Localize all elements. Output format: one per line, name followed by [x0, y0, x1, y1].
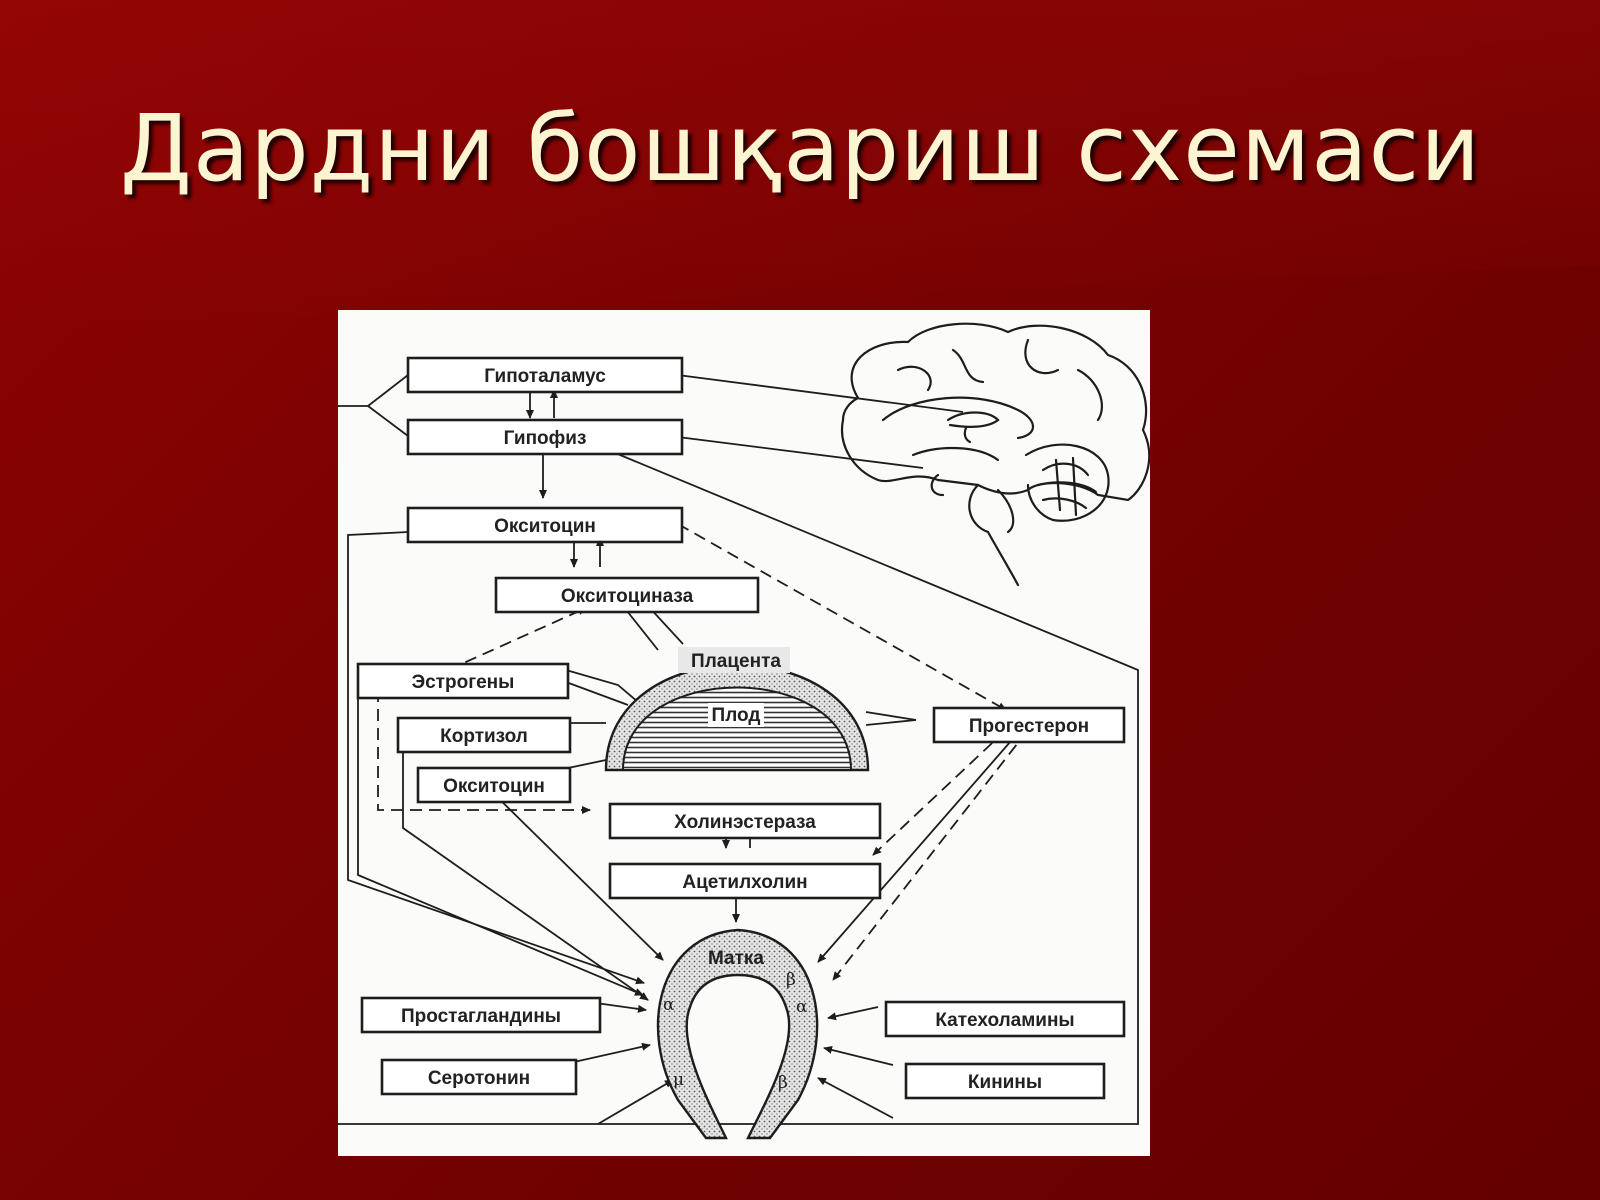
svg-text:Гипоталамус: Гипоталамус — [484, 366, 606, 387]
svg-text:Кортизол: Кортизол — [440, 726, 528, 747]
uterus-label: Матка — [708, 948, 764, 969]
brain-icon — [840, 322, 1150, 587]
svg-text:Гипофиз: Гипофиз — [504, 428, 587, 449]
box-pituitary: Гипофиз — [406, 418, 684, 456]
svg-text:Холинэстераза: Холинэстераза — [674, 812, 816, 833]
box-catecholamines: Катехоламины — [884, 1000, 1126, 1038]
svg-text:Серотонин: Серотонин — [428, 1068, 530, 1089]
svg-text:Эстрогены: Эстрогены — [412, 672, 515, 693]
pain-control-diagram: Плацента Плод Матка α β α μ β Гипоталаму… — [338, 322, 1150, 1140]
fetus-label: Плод — [712, 705, 761, 726]
box-cortisol: Кортизол — [396, 716, 572, 754]
receptor-beta-top: β — [786, 970, 796, 990]
receptor-beta-bottom: β — [778, 1073, 788, 1093]
slide-title: Дардни бошқариш схемаси — [120, 95, 1481, 202]
receptor-alpha-right: α — [796, 997, 808, 1017]
box-hypothalamus: Гипоталамус — [406, 356, 684, 394]
box-prostaglandins: Простагландины — [360, 996, 602, 1034]
svg-text:Простагландины: Простагландины — [401, 1006, 561, 1027]
svg-text:Окситоцин: Окситоцин — [443, 776, 545, 797]
dashed-connectors — [377, 523, 1029, 981]
diagram-panel: Плацента Плод Матка α β α μ β Гипоталаму… — [338, 310, 1150, 1156]
title-band — [0, 0, 1600, 327]
svg-text:Окситоциназа: Окситоциназа — [561, 586, 694, 607]
svg-text:Ацетилхолин: Ацетилхолин — [682, 872, 807, 893]
svg-text:Катехоламины: Катехоламины — [935, 1010, 1074, 1031]
box-oxytocin-mid: Окситоцин — [416, 766, 572, 804]
fetus-label-bg — [708, 703, 764, 727]
receptor-mu: μ — [673, 1070, 684, 1090]
box-oxytocin-top: Окситоцин — [406, 506, 684, 544]
svg-text:Кинины: Кинины — [968, 1072, 1042, 1093]
box-oxytocinase: Окситоциназа — [494, 576, 760, 614]
box-cholinesterase: Холинэстераза — [608, 802, 882, 840]
svg-text:Прогестерон: Прогестерон — [969, 716, 1089, 737]
box-acetylcholine: Ацетилхолин — [608, 862, 882, 900]
receptor-alpha-left: α — [663, 995, 675, 1015]
placenta-label: Плацента — [691, 651, 781, 672]
box-kinins: Кинины — [904, 1062, 1106, 1100]
box-serotonin: Серотонин — [380, 1058, 578, 1096]
box-estrogens: Эстрогены — [356, 662, 570, 700]
svg-text:Окситоцин: Окситоцин — [494, 516, 596, 537]
uterus-shape — [656, 928, 819, 1140]
box-progesterone: Прогестерон — [932, 706, 1126, 744]
